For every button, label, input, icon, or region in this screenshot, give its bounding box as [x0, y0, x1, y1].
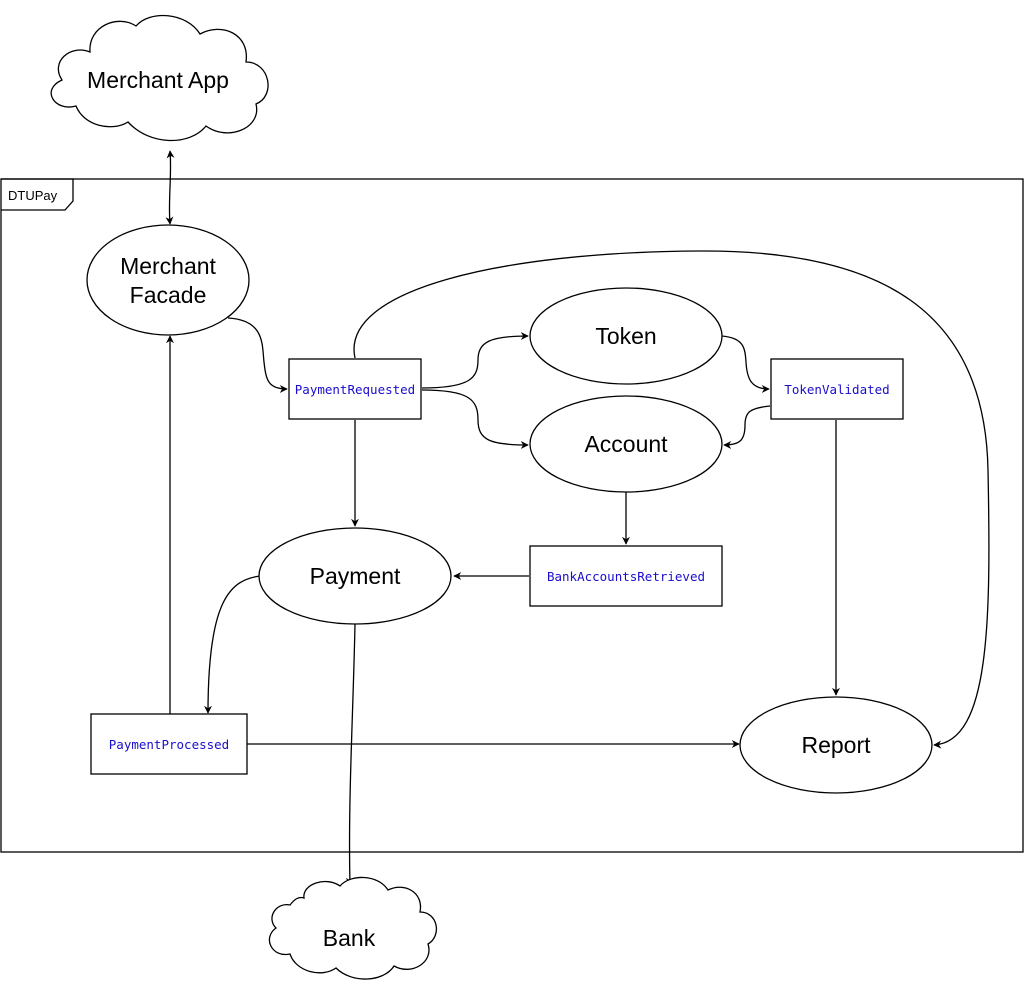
token-node: Token	[529, 287, 723, 385]
report-node: Report	[739, 696, 933, 794]
edge-app-facade	[165, 150, 175, 225]
merchant-facade-node: Merchant Facade	[86, 224, 250, 336]
payment-requested-event: PaymentRequested	[288, 358, 422, 420]
merchant-facade-label-line2: Facade	[130, 282, 207, 308]
report-label: Report	[801, 732, 871, 758]
edge-paymentrequested-account	[421, 389, 529, 449]
bank-label: Bank	[323, 925, 376, 951]
merchant-facade-label-line1: Merchant	[120, 253, 216, 279]
account-node: Account	[529, 395, 723, 493]
token-validated-event: TokenValidated	[770, 358, 904, 420]
frame-label: DTUPay	[8, 188, 58, 203]
payment-node: Payment	[258, 527, 452, 625]
edge-payment-bank	[345, 623, 356, 886]
edges	[165, 150, 990, 886]
edge-token-tokenvalidated	[721, 335, 770, 393]
token-validated-label: TokenValidated	[784, 382, 889, 397]
edge-paymentrequested-report	[353, 250, 990, 749]
bank-cloud: Bank	[268, 876, 438, 980]
edge-paymentrequested-token	[421, 332, 529, 389]
edge-tokenvalidated-account	[723, 405, 771, 449]
account-label: Account	[584, 431, 668, 457]
bank-accounts-retrieved-label: BankAccountsRetrieved	[547, 569, 705, 584]
edge-payment-paymentprocessed	[204, 575, 261, 714]
edge-facade-paymentrequested	[227, 317, 288, 393]
payment-processed-label: PaymentProcessed	[109, 737, 229, 752]
merchant-app-cloud: Merchant App	[50, 14, 269, 142]
payment-requested-label: PaymentRequested	[295, 382, 415, 397]
payment-label: Payment	[310, 563, 401, 589]
merchant-app-label: Merchant App	[87, 67, 229, 93]
dtupay-frame: DTUPay	[0, 178, 1024, 853]
bank-accounts-retrieved-event: BankAccountsRetrieved	[529, 545, 723, 607]
payment-processed-event: PaymentProcessed	[90, 713, 248, 775]
token-label: Token	[595, 323, 656, 349]
